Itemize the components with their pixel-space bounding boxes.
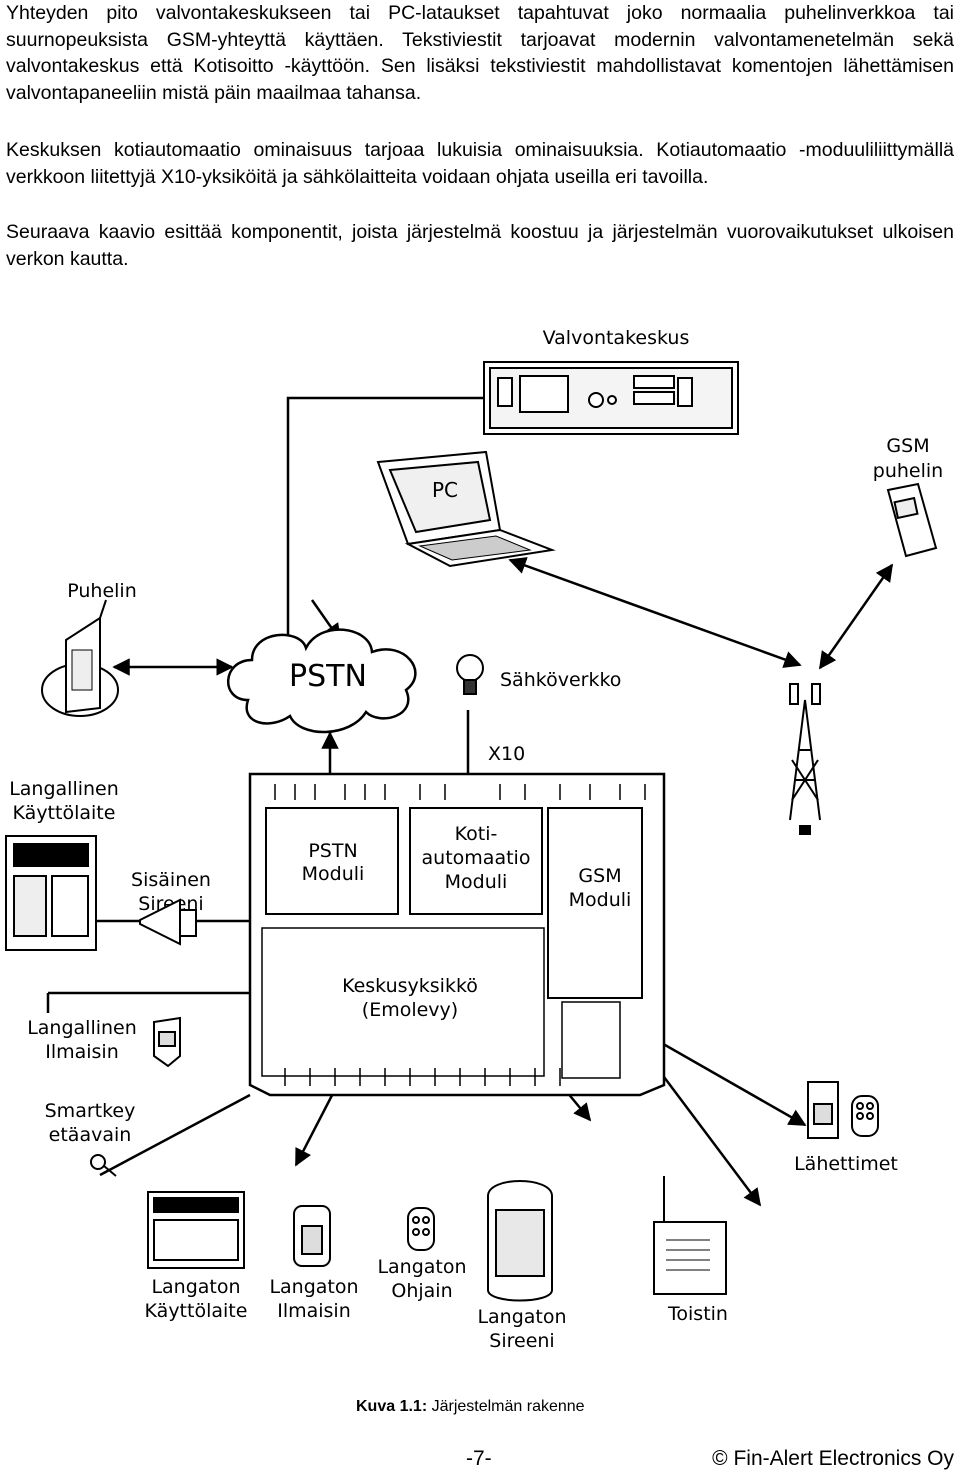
pstn-cloud-icon	[227, 628, 417, 734]
label-gsm-phone-1: GSM	[886, 435, 929, 457]
label-smartkey-1: Smartkey	[45, 1100, 136, 1122]
figure-caption-label: Kuva 1.1:	[356, 1398, 428, 1415]
label-gsm-module-1: GSM	[578, 865, 621, 887]
siren-speaker-icon	[139, 898, 197, 946]
label-wireless-detector-1: Langaton	[269, 1276, 358, 1298]
wireless-siren-icon	[487, 1180, 553, 1302]
figure-caption: Kuva 1.1: Järjestelmän rakenne	[356, 1398, 585, 1416]
enclosure-pins-bottom	[284, 1068, 561, 1086]
link-smartkey-to-board	[99, 1093, 251, 1177]
label-mains: Sähköverkko	[500, 669, 621, 691]
label-repeater: Toistin	[667, 1303, 728, 1325]
lightbulb-icon	[456, 654, 484, 695]
intro-paragraph: Yhteyden pito valvontakeskukseen tai PC-…	[6, 2, 954, 104]
transmitters-icon	[807, 1081, 879, 1139]
label-telephone: Puhelin	[67, 580, 137, 602]
label-wireless-siren-1: Langaton	[477, 1306, 566, 1328]
figure-caption-text: Järjestelmän rakenne	[427, 1398, 585, 1415]
wireless-detector-icon	[293, 1205, 331, 1267]
label-x10: X10	[488, 743, 525, 765]
label-wireless-remote-2: Ohjain	[391, 1280, 452, 1302]
telephone-icon	[41, 599, 119, 717]
key-icon	[90, 1154, 117, 1177]
label-wireless-detector-2: Ilmaisin	[277, 1300, 351, 1322]
label-pstn-cloud: PSTN	[289, 659, 367, 694]
page-number: -7-	[466, 1447, 492, 1470]
label-gsm-phone-2: puhelin	[873, 460, 943, 482]
system-structure-diagram: Valvontakeskus PC GSM puhelin Puhelin PS…	[5, 327, 943, 1352]
link-pc-to-tower	[508, 557, 802, 668]
wired-keypad-icon	[5, 835, 97, 951]
label-smartkey-2: etäavain	[49, 1124, 132, 1146]
cell-tower-icon	[789, 683, 821, 835]
home-automation-paragraph: Keskuksen kotiautomaatio ominaisuus tarj…	[6, 139, 954, 188]
label-home-automation-module-3: Moduli	[445, 871, 508, 893]
wired-detector-icon	[153, 1016, 181, 1068]
label-wired-keypad-1: Langallinen	[9, 778, 119, 800]
pc-laptop-icon	[376, 450, 556, 568]
diagram-intro-paragraph: Seuraava kaavio esittää komponentit, joi…	[6, 221, 954, 270]
label-transmitters: Lähettimet	[794, 1153, 898, 1175]
label-home-automation-module-2: automaatio	[422, 847, 531, 869]
label-wireless-keypad-2: Käyttölaite	[145, 1300, 248, 1322]
label-wireless-remote-1: Langaton	[377, 1256, 466, 1278]
label-wireless-siren-2: Sireeni	[489, 1330, 554, 1352]
label-wired-detector-1: Langallinen	[27, 1017, 137, 1039]
enclosure-pins-top	[274, 784, 646, 800]
link-monitoring-to-pstn	[286, 396, 484, 663]
label-pstn-module-2: Moduli	[302, 863, 365, 885]
gsm-phone-icon	[886, 482, 938, 558]
label-wired-keypad-2: Käyttölaite	[13, 802, 116, 824]
label-main-board-2: (Emolevy)	[362, 999, 458, 1021]
repeater-icon	[653, 1176, 727, 1295]
wireless-keypad-icon	[147, 1191, 245, 1269]
wireless-remote-icon	[407, 1207, 435, 1251]
label-home-automation-module-1: Koti-	[455, 823, 498, 845]
label-internal-siren-1: Sisäinen	[131, 869, 211, 891]
label-monitoring-centre: Valvontakeskus	[543, 327, 690, 349]
monitoring-centre-icon	[483, 361, 739, 435]
link-gsm-phone-to-tower	[818, 563, 894, 670]
copyright-notice: © Fin-Alert Electronics Oy	[712, 1447, 954, 1470]
label-wireless-keypad-1: Langaton	[151, 1276, 240, 1298]
label-main-board-1: Keskusyksikkö	[342, 975, 478, 997]
label-wired-detector-2: Ilmaisin	[45, 1041, 119, 1063]
label-pstn-module-1: PSTN	[308, 840, 357, 862]
label-gsm-module-2: Moduli	[569, 889, 632, 911]
control-panel-enclosure	[248, 772, 666, 1097]
label-pc: PC	[432, 478, 458, 502]
